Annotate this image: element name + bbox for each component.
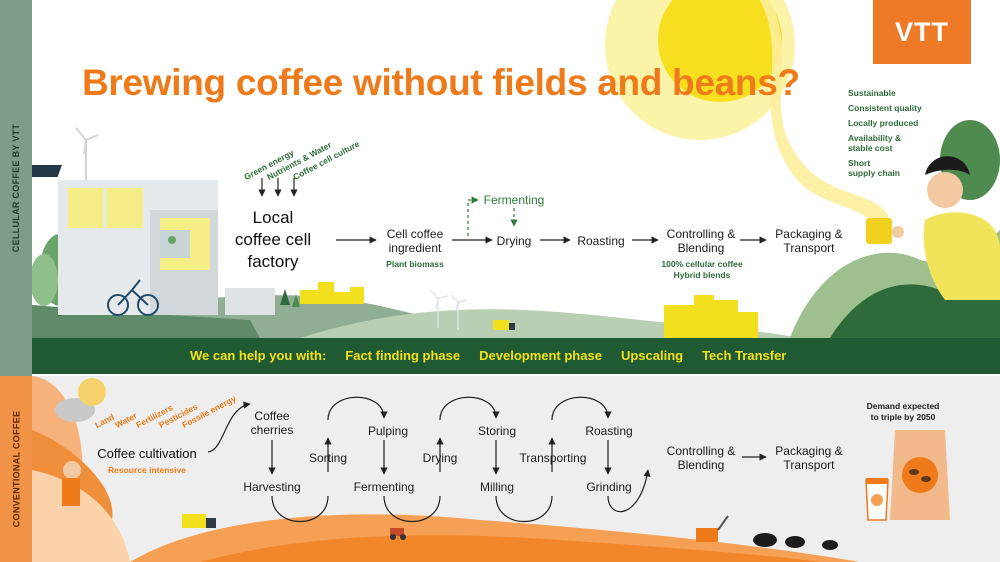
plant-biomass-note: Plant biomass bbox=[386, 259, 444, 269]
tractor-graphic bbox=[390, 528, 406, 540]
step-transporting: Transporting bbox=[519, 451, 587, 465]
benefit-item: supply chain bbox=[848, 168, 900, 178]
benefit-item: Short bbox=[848, 158, 871, 168]
delivery-truck-top bbox=[493, 320, 515, 330]
help-items: We can help you with: Fact finding phase… bbox=[190, 348, 786, 363]
step-roasting-cellular: Roasting bbox=[577, 234, 625, 248]
step-cell-coffee-ingredient: Cell coffee ingredient bbox=[386, 227, 444, 255]
benefit-item: Availability & bbox=[848, 133, 902, 143]
vtt-logo: VTT bbox=[873, 0, 971, 64]
resource-intensive-note: Resource intensive bbox=[108, 465, 186, 475]
blend-options-note: 100% cellular coffee Hybrid blends bbox=[661, 259, 743, 280]
factory-building bbox=[27, 127, 275, 315]
help-bar bbox=[32, 338, 1000, 374]
coffee-cultivation-label: Coffee cultivation bbox=[97, 446, 197, 461]
benefit-item: Sustainable bbox=[848, 88, 896, 98]
step-grinding: Grinding bbox=[586, 480, 632, 494]
conventional-flow-arrows bbox=[207, 396, 767, 523]
cellular-flow-arrows bbox=[258, 178, 767, 244]
benefit-item: Locally produced bbox=[848, 118, 919, 128]
step-controlling-blending-cellular: Controlling & Blending bbox=[666, 227, 736, 255]
harvester-graphic bbox=[696, 515, 729, 542]
bottom-landscape bbox=[32, 376, 860, 562]
step-harvesting: Harvesting bbox=[243, 480, 301, 494]
side-label-cellular: CELLULAR COFFEE BY VTT bbox=[0, 0, 32, 376]
benefit-item: stable cost bbox=[848, 143, 893, 153]
sun-graphic bbox=[605, 0, 795, 140]
benefit-item: Consistent quality bbox=[848, 103, 922, 113]
step-coffee-cherries: Coffee cherries bbox=[250, 409, 294, 437]
step-drying-conventional: Drying bbox=[422, 451, 458, 465]
help-item-development[interactable]: Development phase bbox=[479, 348, 602, 363]
city-skyline-right bbox=[664, 295, 758, 338]
step-drying-cellular: Drying bbox=[496, 234, 532, 248]
delivery-truck-bottom bbox=[182, 514, 216, 528]
fermenting-branch bbox=[467, 196, 518, 236]
step-storing: Storing bbox=[477, 424, 517, 438]
benefits-list: Sustainable Consistent quality Locally p… bbox=[848, 88, 922, 183]
step-packaging-transport-cellular: Packaging & Transport bbox=[775, 227, 843, 255]
coffee-bag-and-cups bbox=[865, 430, 950, 521]
help-item-fact-finding[interactable]: Fact finding phase bbox=[345, 348, 461, 363]
city-skyline-left bbox=[300, 282, 364, 304]
help-item-tech-transfer[interactable]: Tech Transfer bbox=[702, 348, 787, 363]
side-label-conventional: CONVENTIONAL COFFEE bbox=[0, 376, 32, 562]
step-fermenting-conventional: Fermenting bbox=[353, 480, 415, 494]
local-factory-label: Local coffee cell factory bbox=[234, 208, 312, 271]
coffee-drinker-illustration bbox=[790, 120, 1000, 338]
step-pulping: Pulping bbox=[367, 424, 409, 438]
step-fermenting-cellular: Fermenting bbox=[483, 193, 545, 207]
wind-turbines bbox=[429, 289, 468, 330]
bushes bbox=[753, 533, 838, 550]
cyclist-graphic bbox=[107, 279, 159, 316]
page-title: Brewing coffee without fields and beans? bbox=[82, 62, 800, 103]
step-packaging-transport-conventional: Packaging & Transport bbox=[775, 444, 843, 472]
step-sorting: Sorting bbox=[308, 451, 348, 465]
steam-swirl bbox=[760, 0, 890, 230]
help-intro-label: We can help you with: bbox=[190, 348, 327, 363]
step-controlling-blending-conventional: Controlling & Blending bbox=[666, 444, 736, 472]
step-milling: Milling bbox=[479, 480, 515, 494]
step-roasting-conventional: Roasting bbox=[585, 424, 633, 438]
help-item-upscaling[interactable]: Upscaling bbox=[620, 348, 684, 363]
demand-note: Demand expected to triple by 2050 bbox=[866, 401, 940, 422]
